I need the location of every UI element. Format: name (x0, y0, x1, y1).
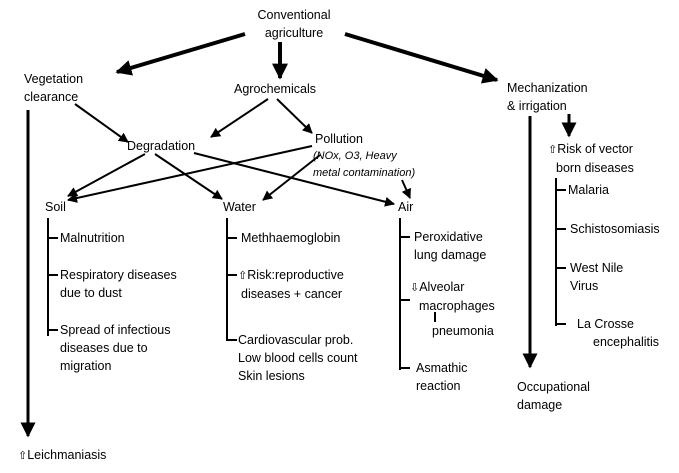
node-pollution-note: (NOx, O3, Heavy metal contamination) (313, 148, 415, 182)
node-spread-infectious: Spread of infectious diseases due to mig… (60, 321, 171, 375)
node-risk-vector: ⇧Risk of vector born diseases (548, 140, 634, 177)
node-alveolar-line2: macrophages (419, 299, 495, 313)
arrow-pollution-to-air (401, 179, 411, 199)
node-risk-vector-text1: Risk of vector (557, 142, 633, 156)
node-malnutrition: Malnutrition (60, 231, 125, 245)
arrow-pollution-to-soil (67, 145, 313, 203)
node-mechanization-line1: Mechanization (507, 81, 588, 95)
node-methhaemoglobin: Methhaemoglobin (241, 231, 341, 245)
node-occupational-line1: Occupational (517, 380, 590, 394)
air-bracket (399, 218, 436, 370)
node-risk-reproductive-line2: diseases + cancer (241, 287, 343, 301)
node-pollution-note-line2: metal contamination) (313, 167, 416, 179)
node-respiratory-diseases: Respiratory diseases due to dust (60, 266, 177, 302)
node-conventional-agriculture-line1: Conventional (257, 8, 331, 22)
node-la-crosse-line1: La Crosse (577, 317, 634, 331)
increase-arrow-icon: ⇧ (238, 270, 248, 282)
node-alveolar: ⇩Alveolar macrophages (410, 278, 495, 315)
node-occupational-line2: damage (517, 398, 563, 412)
node-agrochemicals: Agrochemicals (234, 82, 316, 96)
node-alveolar-text1: Alveolar (419, 280, 465, 294)
node-risk-reproductive-line1: ⇧Risk:reproductive (238, 266, 344, 285)
node-respiratory-line1: Respiratory diseases (60, 268, 177, 282)
node-air: Air (398, 200, 414, 214)
node-asthmatic-line1: Asmathic (416, 361, 468, 375)
node-schistosomiasis: Schistosomiasis (570, 222, 660, 236)
node-risk-vector-line1: ⇧Risk of vector (548, 140, 634, 159)
node-risk-reproductive: ⇧Risk:reproductive diseases + cancer (238, 266, 344, 303)
node-respiratory-line2: due to dust (60, 286, 122, 300)
arrow-agri-to-mechanization (344, 32, 499, 84)
soil-bracket (47, 218, 58, 336)
node-pneumonia: pneumonia (432, 324, 494, 338)
node-la-crosse: La Crosse encephalitis (577, 315, 659, 351)
node-peroxidative-line1: Peroxidative (414, 230, 483, 244)
node-west-nile-line1: West Nile (570, 261, 624, 275)
arrow-degradation-to-soil (67, 153, 146, 197)
node-mechanization-line2: & irrigation (507, 99, 567, 113)
node-spread-line1: Spread of infectious (60, 323, 171, 337)
node-la-crosse-line2: encephalitis (593, 335, 660, 349)
node-occupational: Occupational damage (517, 378, 590, 414)
arrow-degradation-to-air (193, 152, 395, 207)
arrow-degradation-to-water (154, 153, 223, 200)
node-degradation: Degradation (127, 139, 196, 153)
node-risk-reproductive-text1: Risk (247, 268, 272, 282)
increase-arrow-icon: ⇧ (18, 450, 28, 462)
node-cardiovascular-line1: Cardiovascular prob. (238, 333, 354, 347)
vector-bracket (555, 178, 566, 326)
node-spread-line3: migration (60, 359, 112, 373)
decrease-arrow-icon: ⇩ (410, 282, 420, 294)
node-soil: Soil (45, 200, 66, 214)
node-west-nile-line2: Virus (570, 279, 599, 293)
node-spread-line2: diseases due to (60, 341, 148, 355)
node-conventional-agriculture: Conventional agriculture (246, 6, 342, 42)
water-bracket (226, 218, 237, 341)
node-cardiovascular: Cardiovascular prob. Low blood cells cou… (238, 331, 358, 385)
increase-arrow-icon: ⇧ (548, 144, 558, 156)
node-malaria: Malaria (568, 183, 609, 197)
node-peroxidative-line2: lung damage (414, 248, 487, 262)
node-leichmaniasis: ⇧Leichmaniasis (18, 446, 106, 465)
node-leichmaniasis-text: Leichmaniasis (27, 448, 107, 462)
node-cardiovascular-line3: Skin lesions (238, 369, 305, 383)
node-asthmatic: Asmathic reaction (416, 359, 467, 395)
node-vegetation-clearance-line1: Vegetation (24, 72, 84, 86)
node-vegetation-clearance: Vegetation clearance (24, 70, 83, 106)
node-cardiovascular-line2: Low blood cells count (238, 351, 358, 365)
node-pollution-note-line1: (NOx, O3, Heavy (313, 150, 397, 162)
node-west-nile: West Nile Virus (570, 259, 623, 295)
arrow-agri-to-vegetation (115, 32, 246, 76)
arrow-vegetation-to-degradation (74, 103, 129, 143)
arrow-agrochemicals-to-pollution (276, 98, 313, 134)
node-water: Water (223, 200, 256, 214)
node-asthmatic-line2: reaction (416, 379, 461, 393)
node-alveolar-line1: ⇩Alveolar (410, 278, 495, 297)
arrow-agrochemicals-to-degradation (210, 98, 269, 138)
node-peroxidative: Peroxidative lung damage (414, 228, 486, 264)
node-risk-reproductive-text2: :reproductive (271, 268, 344, 282)
node-mechanization-irrigation: Mechanization & irrigation (507, 79, 588, 115)
node-conventional-agriculture-line2: agriculture (264, 26, 324, 40)
node-vegetation-clearance-line2: clearance (24, 90, 79, 104)
node-risk-vector-line2: born diseases (556, 161, 634, 175)
arrow-pollution-to-water (262, 154, 321, 201)
node-pollution: Pollution (315, 132, 363, 146)
